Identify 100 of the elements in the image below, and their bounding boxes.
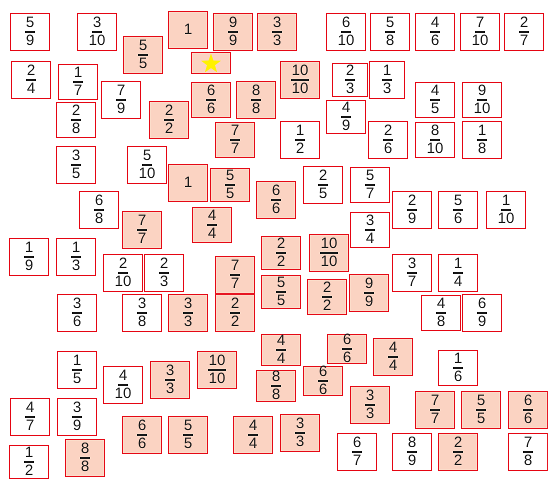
fraction-denominator: 10 [320, 254, 338, 269]
puzzle-cell [144, 254, 184, 292]
fraction-denominator: 9 [408, 211, 416, 226]
fraction-numerator: 3 [406, 257, 418, 274]
fraction-denominator: 9 [116, 101, 126, 116]
fraction-numerator: 3 [72, 297, 82, 314]
fraction-denominator: 8 [272, 387, 280, 402]
fraction-denominator: 8 [436, 314, 446, 329]
puzzle-cell [9, 445, 49, 479]
shaded-cell [257, 13, 297, 51]
fraction-denominator: 2 [230, 314, 240, 329]
shaded-cell [150, 361, 190, 399]
fraction-numerator: 8 [80, 442, 90, 459]
puzzle-cell [57, 398, 97, 436]
fraction-denominator: 5 [72, 166, 80, 181]
fraction-numerator: 4 [118, 369, 128, 386]
shaded-cell [236, 81, 276, 119]
fraction-denominator: 3 [366, 406, 374, 421]
fraction-numerator: 2 [344, 64, 356, 81]
fraction-denominator: 8 [80, 459, 90, 474]
fraction-numerator: 3 [272, 16, 282, 33]
fraction-denominator: 10 [88, 33, 106, 48]
fraction-numerator: 8 [406, 436, 418, 453]
fraction-denominator: 4 [454, 274, 462, 289]
puzzle-cell [101, 81, 141, 119]
shaded-cell [233, 416, 273, 454]
fraction-numerator: 10 [290, 64, 310, 81]
shaded-cell [349, 274, 389, 312]
fraction-denominator: 8 [252, 101, 260, 116]
fraction-denominator: 5 [226, 186, 234, 201]
fraction-numerator: 2 [276, 237, 286, 254]
puzzle-cell [10, 13, 50, 51]
fraction-numerator: 10 [208, 354, 226, 371]
fraction-denominator: 3 [184, 314, 192, 329]
fraction-denominator: 4 [276, 351, 286, 366]
fraction-numerator: 10 [320, 237, 338, 254]
fraction-numerator: 6 [352, 436, 362, 453]
fraction-numerator: 6 [94, 194, 104, 211]
fraction-numerator: 4 [430, 84, 440, 101]
fraction-numerator: 9 [476, 84, 488, 101]
fraction-numerator: 2 [26, 64, 36, 81]
fraction-numerator: 7 [230, 259, 240, 276]
fraction-denominator: 3 [382, 81, 392, 96]
fraction-denominator: 2 [296, 141, 304, 156]
puzzle-cell [369, 61, 405, 99]
fraction-numerator: 7 [230, 124, 240, 141]
fraction-denominator: 10 [498, 211, 514, 226]
fraction-denominator: 6 [272, 201, 280, 216]
fraction-denominator: 4 [248, 436, 258, 451]
fraction-numerator: 2 [322, 281, 332, 298]
fraction-denominator: 4 [26, 81, 36, 96]
fraction-denominator: 9 [364, 294, 374, 309]
puzzle-cell [462, 294, 502, 332]
fraction-denominator: 10 [292, 81, 308, 96]
puzzle-cell [122, 294, 162, 332]
fraction-denominator: 6 [206, 101, 216, 116]
fraction-denominator: 7 [430, 411, 440, 426]
fraction-numerator: 1 [72, 66, 84, 83]
fraction-numerator: 5 [384, 16, 396, 33]
shaded-cell [192, 207, 232, 243]
fraction-denominator: 5 [72, 371, 82, 386]
fraction-denominator: 10 [138, 166, 156, 181]
fraction-denominator: 9 [478, 314, 486, 329]
fraction-denominator: 6 [342, 350, 352, 365]
puzzle-cell [9, 238, 49, 276]
fraction-numerator: 6 [270, 184, 282, 201]
puzzle-cell [460, 13, 500, 51]
fraction-denominator: 5 [184, 436, 192, 451]
fraction-numerator: 1 [500, 194, 512, 211]
puzzle-cell [56, 102, 96, 138]
fraction-numerator: 5 [142, 149, 152, 166]
shaded-cell [197, 351, 237, 389]
fraction-numerator: 5 [276, 276, 286, 293]
fraction-denominator: 3 [346, 81, 354, 96]
puzzle-cell [350, 167, 390, 203]
shaded-cell [168, 164, 208, 202]
shaded-cell [415, 391, 455, 429]
fraction-numerator: 2 [452, 436, 464, 453]
fraction-denominator: 2 [322, 298, 332, 313]
shaded-cell [149, 101, 189, 139]
fraction-denominator: 6 [454, 211, 462, 226]
fraction-denominator: 5 [430, 101, 440, 116]
shaded-cell [256, 370, 296, 402]
puzzle-cell [303, 166, 343, 204]
fraction-denominator: 6 [384, 141, 392, 156]
fraction-denominator: 7 [26, 418, 34, 433]
shaded-cell [215, 122, 255, 158]
puzzle-cell [280, 121, 320, 159]
fraction-denominator: 7 [230, 141, 240, 156]
fraction-numerator: 4 [276, 334, 286, 351]
shaded-cell [508, 391, 548, 429]
shaded-cell [168, 294, 208, 332]
fraction-denominator: 2 [24, 463, 34, 478]
puzzle-cell [326, 13, 366, 51]
fraction-numerator: 1 [24, 446, 34, 463]
puzzle-cell [57, 294, 97, 332]
puzzle-cell [79, 191, 119, 229]
puzzle-cell [415, 82, 455, 118]
fraction-denominator: 10 [426, 141, 444, 156]
fraction-denominator: 6 [318, 382, 328, 397]
